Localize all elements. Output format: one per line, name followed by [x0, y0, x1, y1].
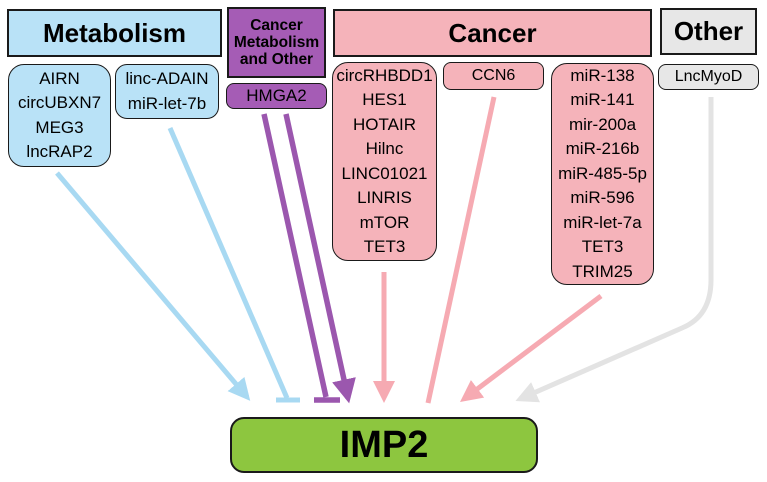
list-item: LINRIS — [357, 188, 412, 207]
lncmyod-box: LncMyoD — [658, 64, 759, 90]
metabolism-list-box: AIRN circUBXN7 MEG3 lncRAP2 — [8, 64, 111, 167]
list-item: miR-138 — [570, 65, 635, 85]
list-item: lncRAP2 — [26, 142, 93, 161]
list-item: HOTAIR — [353, 114, 416, 134]
list-item: mir-200a — [568, 114, 637, 134]
hmga2-box: HMGA2 — [226, 83, 327, 109]
list-item: circUBXN7 — [17, 93, 102, 112]
arrow-hmga2-inhibit — [261, 113, 329, 398]
list-item: HMGA2 — [246, 85, 307, 105]
list-item: TET3 — [581, 237, 624, 257]
list-item: miR-let-7b — [127, 93, 207, 113]
cancer-metabolism-other-header: Cancer Metabolism and Other — [227, 7, 326, 78]
mirna-list-box: miR-138 miR-141 mir-200a miR-216b miR-48… — [551, 63, 654, 285]
metabolism-list-box-2: linc-ADAIN miR-let-7b — [115, 64, 219, 119]
list-item: HES1 — [362, 90, 407, 109]
ccn6-box: CCN6 — [443, 62, 544, 90]
imp2-box: IMP2 — [230, 417, 538, 473]
list-item: AIRN — [39, 68, 80, 88]
other-header: Other — [660, 8, 757, 55]
list-item: MEG3 — [35, 117, 84, 137]
list-item: TRIM25 — [572, 261, 633, 281]
arrow-metabolism-inhibit — [167, 127, 290, 399]
list-item: miR-141 — [570, 90, 635, 110]
other-header-label: Other — [673, 16, 744, 46]
list-item: Hilnc — [365, 139, 404, 158]
metabolism-header-label: Metabolism — [42, 17, 187, 48]
list-item: circRHBDD1 — [336, 65, 433, 85]
arrow-lncmyod-activate — [515, 97, 714, 403]
list-item: LINC01021 — [341, 163, 428, 183]
arrow-metabolism-activate — [55, 171, 251, 401]
list-item: linc-ADAIN — [125, 69, 209, 88]
list-item: miR-485-5p — [558, 163, 647, 183]
list-item: CCN6 — [471, 66, 516, 84]
list-item: TET3 — [363, 237, 406, 256]
imp2-label: IMP2 — [339, 423, 429, 466]
list-item: miR-596 — [570, 188, 635, 208]
list-item: miR-216b — [565, 139, 640, 159]
arrow-hmga2-activate — [283, 113, 356, 404]
cancer-header: Cancer — [333, 9, 652, 57]
list-item: mTOR — [359, 212, 410, 232]
arrow-ccn6 — [425, 96, 497, 404]
list-item: miR-let-7a — [563, 212, 642, 232]
cancer-header-label: Cancer — [448, 17, 537, 48]
cancer-metabolism-other-header-label: Cancer Metabolism and Other — [233, 17, 320, 68]
metabolism-header: Metabolism — [7, 9, 222, 57]
arrow-mirna-activate — [460, 294, 603, 403]
cancer-list-box: circRHBDD1 HES1 HOTAIR Hilnc LINC01021 L… — [332, 62, 437, 261]
list-item: LncMyoD — [674, 67, 743, 85]
